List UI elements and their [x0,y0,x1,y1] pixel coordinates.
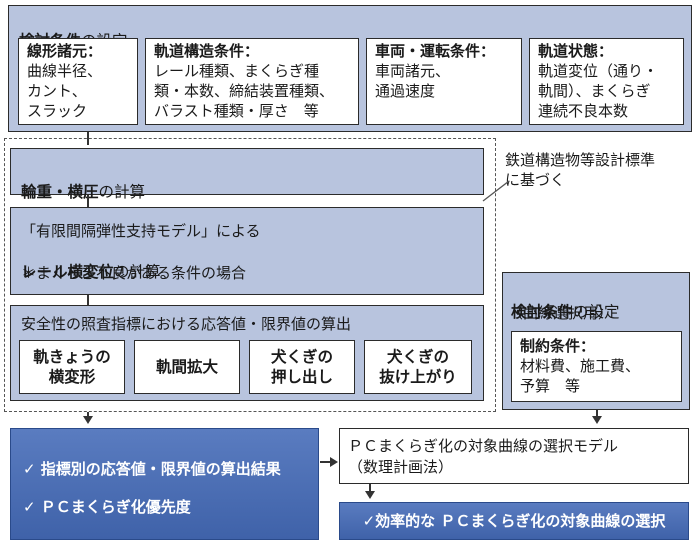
connector-line [87,195,89,207]
selection-model-box: ＰＣまくらぎ化の対象曲線の選択モデル （数理計画法） [339,428,689,484]
spike-push-out-box: 犬くぎの 押し出し [249,340,355,394]
arrow-line [320,461,332,463]
elastic-support-model-box: 「有限間隔弾性支持モデル」による レール横変位の計算 ＊まくらぎ不良がある条件の… [10,207,484,295]
wheel-load-box: 輪重・横圧の計算 [10,148,484,201]
constraint-box: 制約条件： 材料費、施工費、 予算 等 [511,331,682,402]
design-standard-note: 鉄道構造物等設計標準 に基づく [505,151,656,189]
track-panel-deformation-box: 軌きょうの 横変形 [19,340,125,394]
track-condition-box: 軌道状態： 軌道変位（通り・ 軌間）、まくらぎ 連続不良本数 [529,38,684,125]
arrow-line [596,410,598,417]
arrow-down-icon [365,491,375,499]
note-leader-line [482,180,510,202]
result-item: ✓ ＰＣまくらぎ化優先度 [23,498,191,516]
track-structure-box: 軌道構造条件： レール種類、まくらぎ種 類・本数、締結装置種類、 バラスト種類・… [145,38,359,125]
gauge-widening-box: 軌間拡大 [134,340,240,394]
arrow-line [369,484,371,492]
design-standard-region [4,138,496,412]
final-selection-box: ✓効率的な ＰＣまくらぎ化の対象曲線の選択 [339,502,689,540]
result-item: ✓ 指標別の応答値・限界値の算出結果 [23,460,281,478]
conditions-panel: 検討条件の設定 線形諸元： 曲線半径、 カント、 スラック 軌道構造条件： レー… [8,5,692,132]
arrow-right-icon [330,457,338,467]
connector-line [87,295,89,305]
curve-selection-conditions-panel: 検討条件の設定 （曲線選択用） 制約条件： 材料費、施工費、 予算 等 [502,272,690,410]
safety-check-box: 安全性の照査指標における応答値・限界値の算出 軌きょうの 横変形 軌間拡大 犬く… [10,305,484,401]
results-box: ✓ 指標別の応答値・限界値の算出結果 ✓ ＰＣまくらぎ化優先度 [10,428,319,540]
vehicle-operation-box: 車両・運転条件： 車両諸元、 通過速度 [366,38,522,125]
alignment-box: 線形諸元： 曲線半径、 カント、 スラック [18,38,138,125]
arrow-down-icon [83,416,93,424]
spike-pull-up-box: 犬くぎの 抜け上がり [364,340,472,394]
arrow-down-icon [592,416,602,424]
arrow-line [87,412,89,418]
